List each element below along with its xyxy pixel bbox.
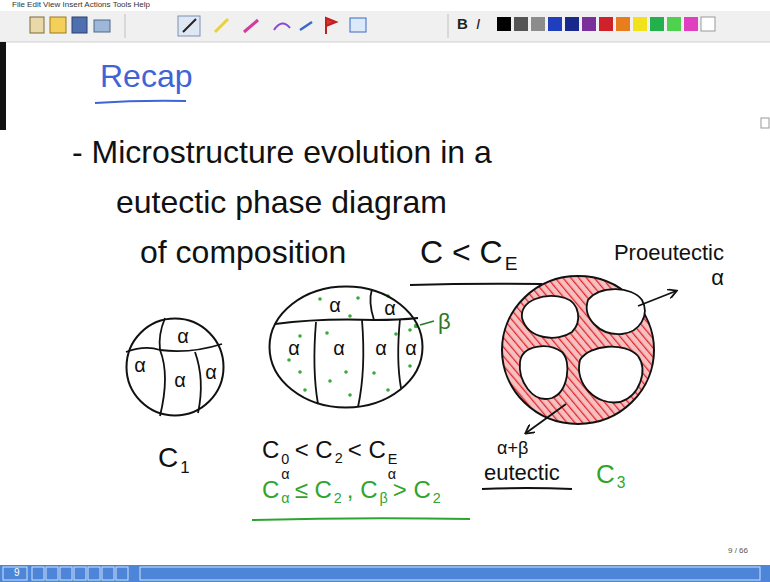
note-text: of composition: [140, 234, 350, 271]
scroll-marker: [761, 118, 769, 128]
label-text: > C: [393, 476, 431, 504]
label-text: 2: [433, 490, 441, 507]
grain-circle: αααα: [125, 317, 225, 417]
menu-bar: [0, 0, 770, 11]
label-text: 0: [281, 452, 289, 466]
label-text: ≤ C: [295, 476, 332, 504]
label-text: C: [262, 476, 279, 504]
phase-label: α: [384, 298, 396, 318]
slide-number: 9: [14, 567, 24, 579]
slide-title: Recap: [100, 58, 193, 95]
side-marker: [0, 42, 6, 130]
label-text: C: [262, 436, 279, 464]
label-text: eutectic: [484, 460, 560, 485]
toolbar-icons: [30, 14, 715, 38]
underline: [410, 284, 542, 285]
label-text: 3: [617, 474, 626, 492]
phase-label: α: [375, 338, 387, 358]
toolbar: [0, 11, 770, 42]
label-text: - Microstructure evolution in a: [72, 134, 492, 171]
label-text: C: [596, 460, 615, 490]
phase-label: α: [177, 326, 189, 346]
phase-label: α: [134, 355, 146, 375]
grain-boundaries: [275, 289, 418, 407]
slide-strip: [0, 565, 770, 582]
label-text: C < C: [420, 234, 503, 271]
label-text: 2: [335, 450, 343, 467]
label-text: 1: [180, 458, 189, 477]
label-text: I: [476, 15, 480, 32]
eutectic-microstructure: [500, 274, 656, 426]
phase-label: Proeutectic α: [600, 240, 724, 291]
phase-label: α: [174, 370, 186, 390]
underline: [252, 518, 470, 520]
label-text: 9: [14, 567, 20, 579]
composition-label: C3: [596, 460, 630, 492]
label-text: < C: [348, 436, 386, 464]
label-text: α: [281, 490, 289, 507]
leader-line: [420, 321, 434, 325]
phase-label: α: [333, 338, 345, 358]
phase-label: α: [405, 338, 417, 358]
note-text: - Microstructure evolution in a: [72, 134, 496, 171]
composition-condition: Cα≤ C2, Cβ> C2: [262, 476, 446, 507]
leader-arrow: [526, 404, 566, 433]
label-text: E: [505, 253, 518, 275]
underline: [482, 488, 572, 489]
toolbar-button: B: [457, 15, 472, 32]
label-text: 9 / 66: [728, 546, 748, 555]
label-text: < C: [295, 436, 333, 464]
label-text: 2: [334, 490, 342, 507]
label-text: α+β: [497, 438, 528, 459]
label-text: Proeutectic α: [614, 240, 724, 290]
label-text: B: [457, 15, 468, 32]
phase-label: α: [288, 338, 300, 358]
label-text: eutectic phase diagram: [116, 184, 447, 221]
phase-label: eutectic: [484, 460, 564, 485]
sub-superscript: 0α: [281, 452, 289, 481]
leader-arrow: [638, 291, 676, 306]
toolbar-button: I: [476, 15, 484, 32]
label-text: E: [388, 452, 398, 466]
menu-text: File Edit View Insert Actions Tools Help: [12, 0, 154, 9]
label-text: of composition: [140, 234, 346, 271]
composition-range: C0α< C2< CEα: [262, 436, 402, 481]
title-underline: [95, 101, 186, 103]
label-text: β: [380, 490, 388, 507]
page-number: 9 / 66: [728, 546, 752, 555]
label-text: β: [438, 309, 451, 334]
beta-particles: [287, 294, 418, 397]
label-text: C: [158, 442, 178, 474]
composition-label: C1: [158, 442, 195, 477]
label-text: α: [281, 467, 289, 481]
grain-circle: αααααα: [268, 285, 424, 409]
slide-strip-cells: [3, 567, 760, 580]
phase-label: α: [205, 362, 217, 382]
composition-condition: C < CE: [420, 234, 523, 275]
note-text: eutectic phase diagram: [116, 184, 451, 221]
phase-label: α: [329, 295, 341, 315]
label-text: , C: [347, 476, 378, 504]
phase-label: β: [438, 309, 455, 334]
phase-label: α+β: [497, 438, 532, 459]
label-text: File Edit View Insert Actions Tools Help: [12, 0, 150, 9]
